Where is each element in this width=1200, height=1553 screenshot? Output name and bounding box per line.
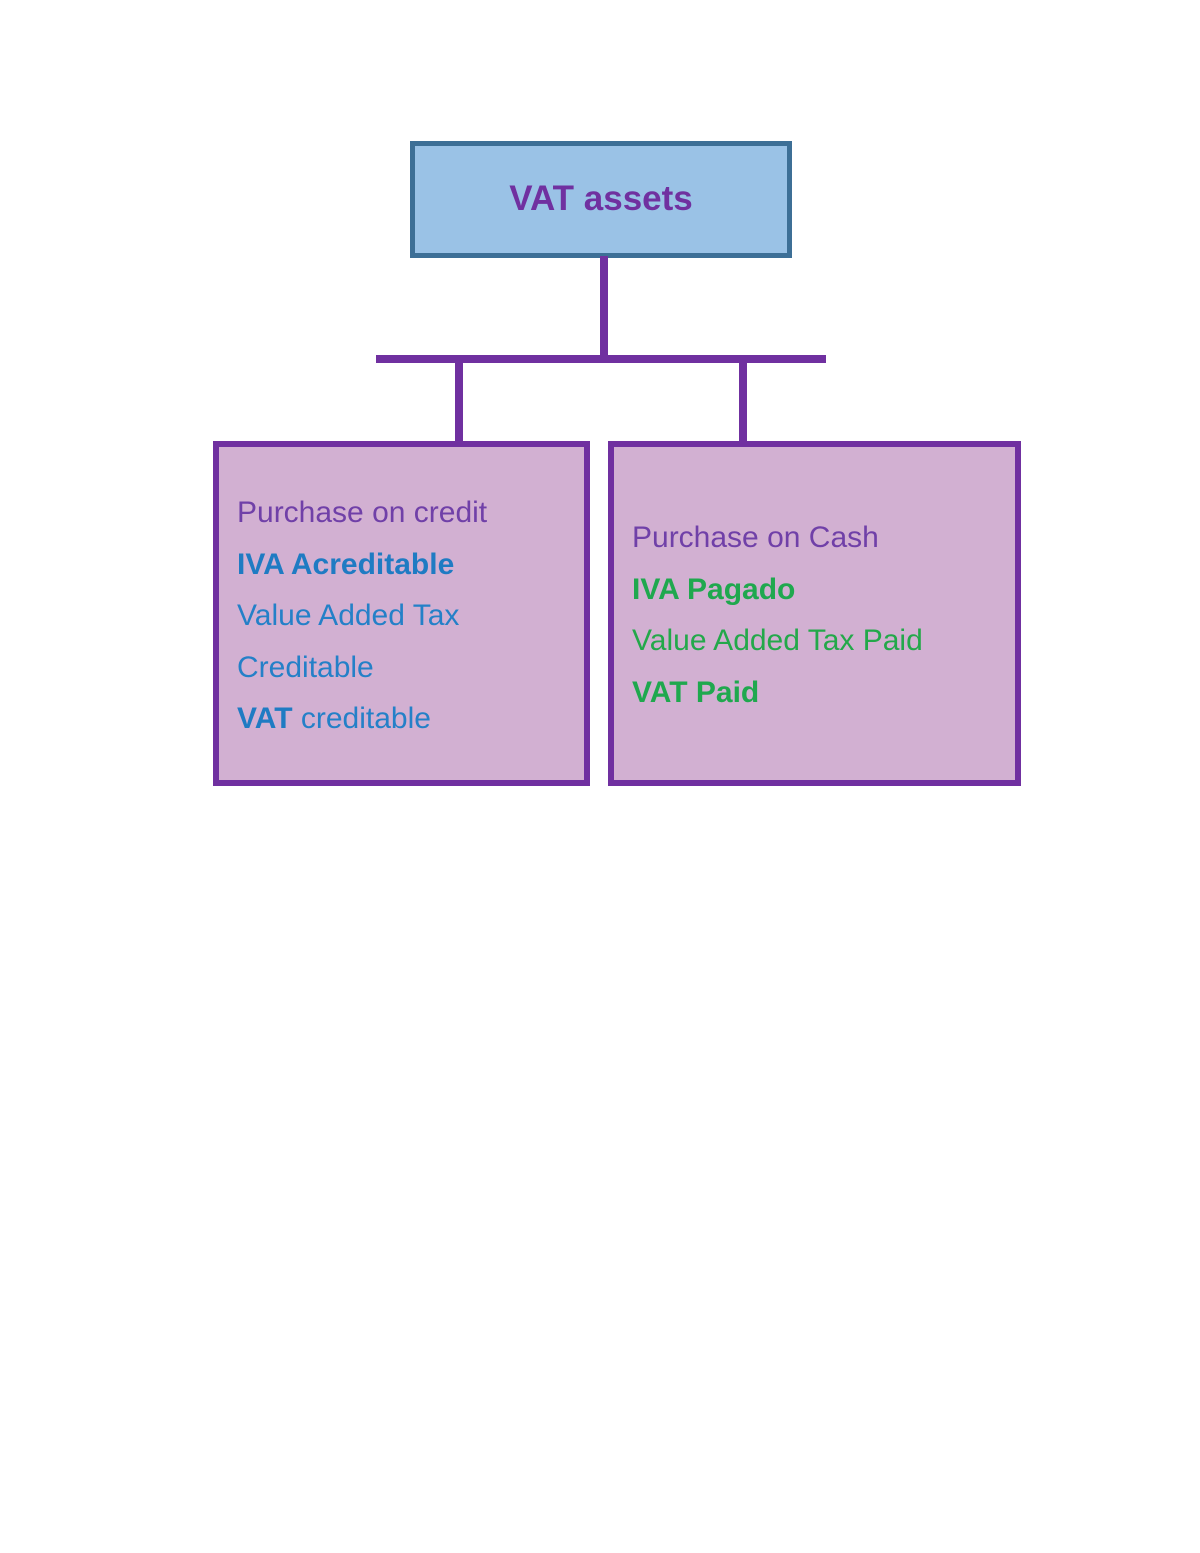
child-node-purchase-on-credit[interactable]: Purchase on credit IVA Acreditable Value… [213,441,590,786]
connector-trunk-vertical [600,256,608,360]
child-left-term-english-short: VAT creditable [237,693,574,745]
child-left-term-english-short-bold: VAT [237,702,293,736]
child-right-term-english-long: Value Added Tax Paid [632,624,923,658]
child-right-heading: Purchase on Cash [632,521,879,554]
child-right-term-english-short-bold: VAT Paid [632,675,760,709]
child-left-term-english-long: Value Added Tax Creditable [237,599,460,684]
child-right-term-english-short: VAT Paid [632,667,1005,719]
connector-drop-right [739,360,747,444]
child-left-term-english-short-rest: creditable [292,702,431,736]
root-node-vat-assets[interactable]: VAT assets [410,141,792,258]
child-node-purchase-on-cash[interactable]: Purchase on Cash IVA Pagado Value Added … [608,441,1021,786]
child-left-heading: Purchase on credit [237,496,488,529]
child-left-term-spanish: IVA Acreditable [237,547,455,581]
root-node-label: VAT assets [509,179,693,219]
connector-drop-left [455,360,463,444]
child-right-term-spanish: IVA Pagado [632,572,796,606]
connector-horizontal-bar [376,355,826,363]
child-node-right-text-block: Purchase on Cash IVA Pagado Value Added … [632,512,1005,718]
child-node-left-text-block: Purchase on credit IVA Acreditable Value… [237,487,574,745]
